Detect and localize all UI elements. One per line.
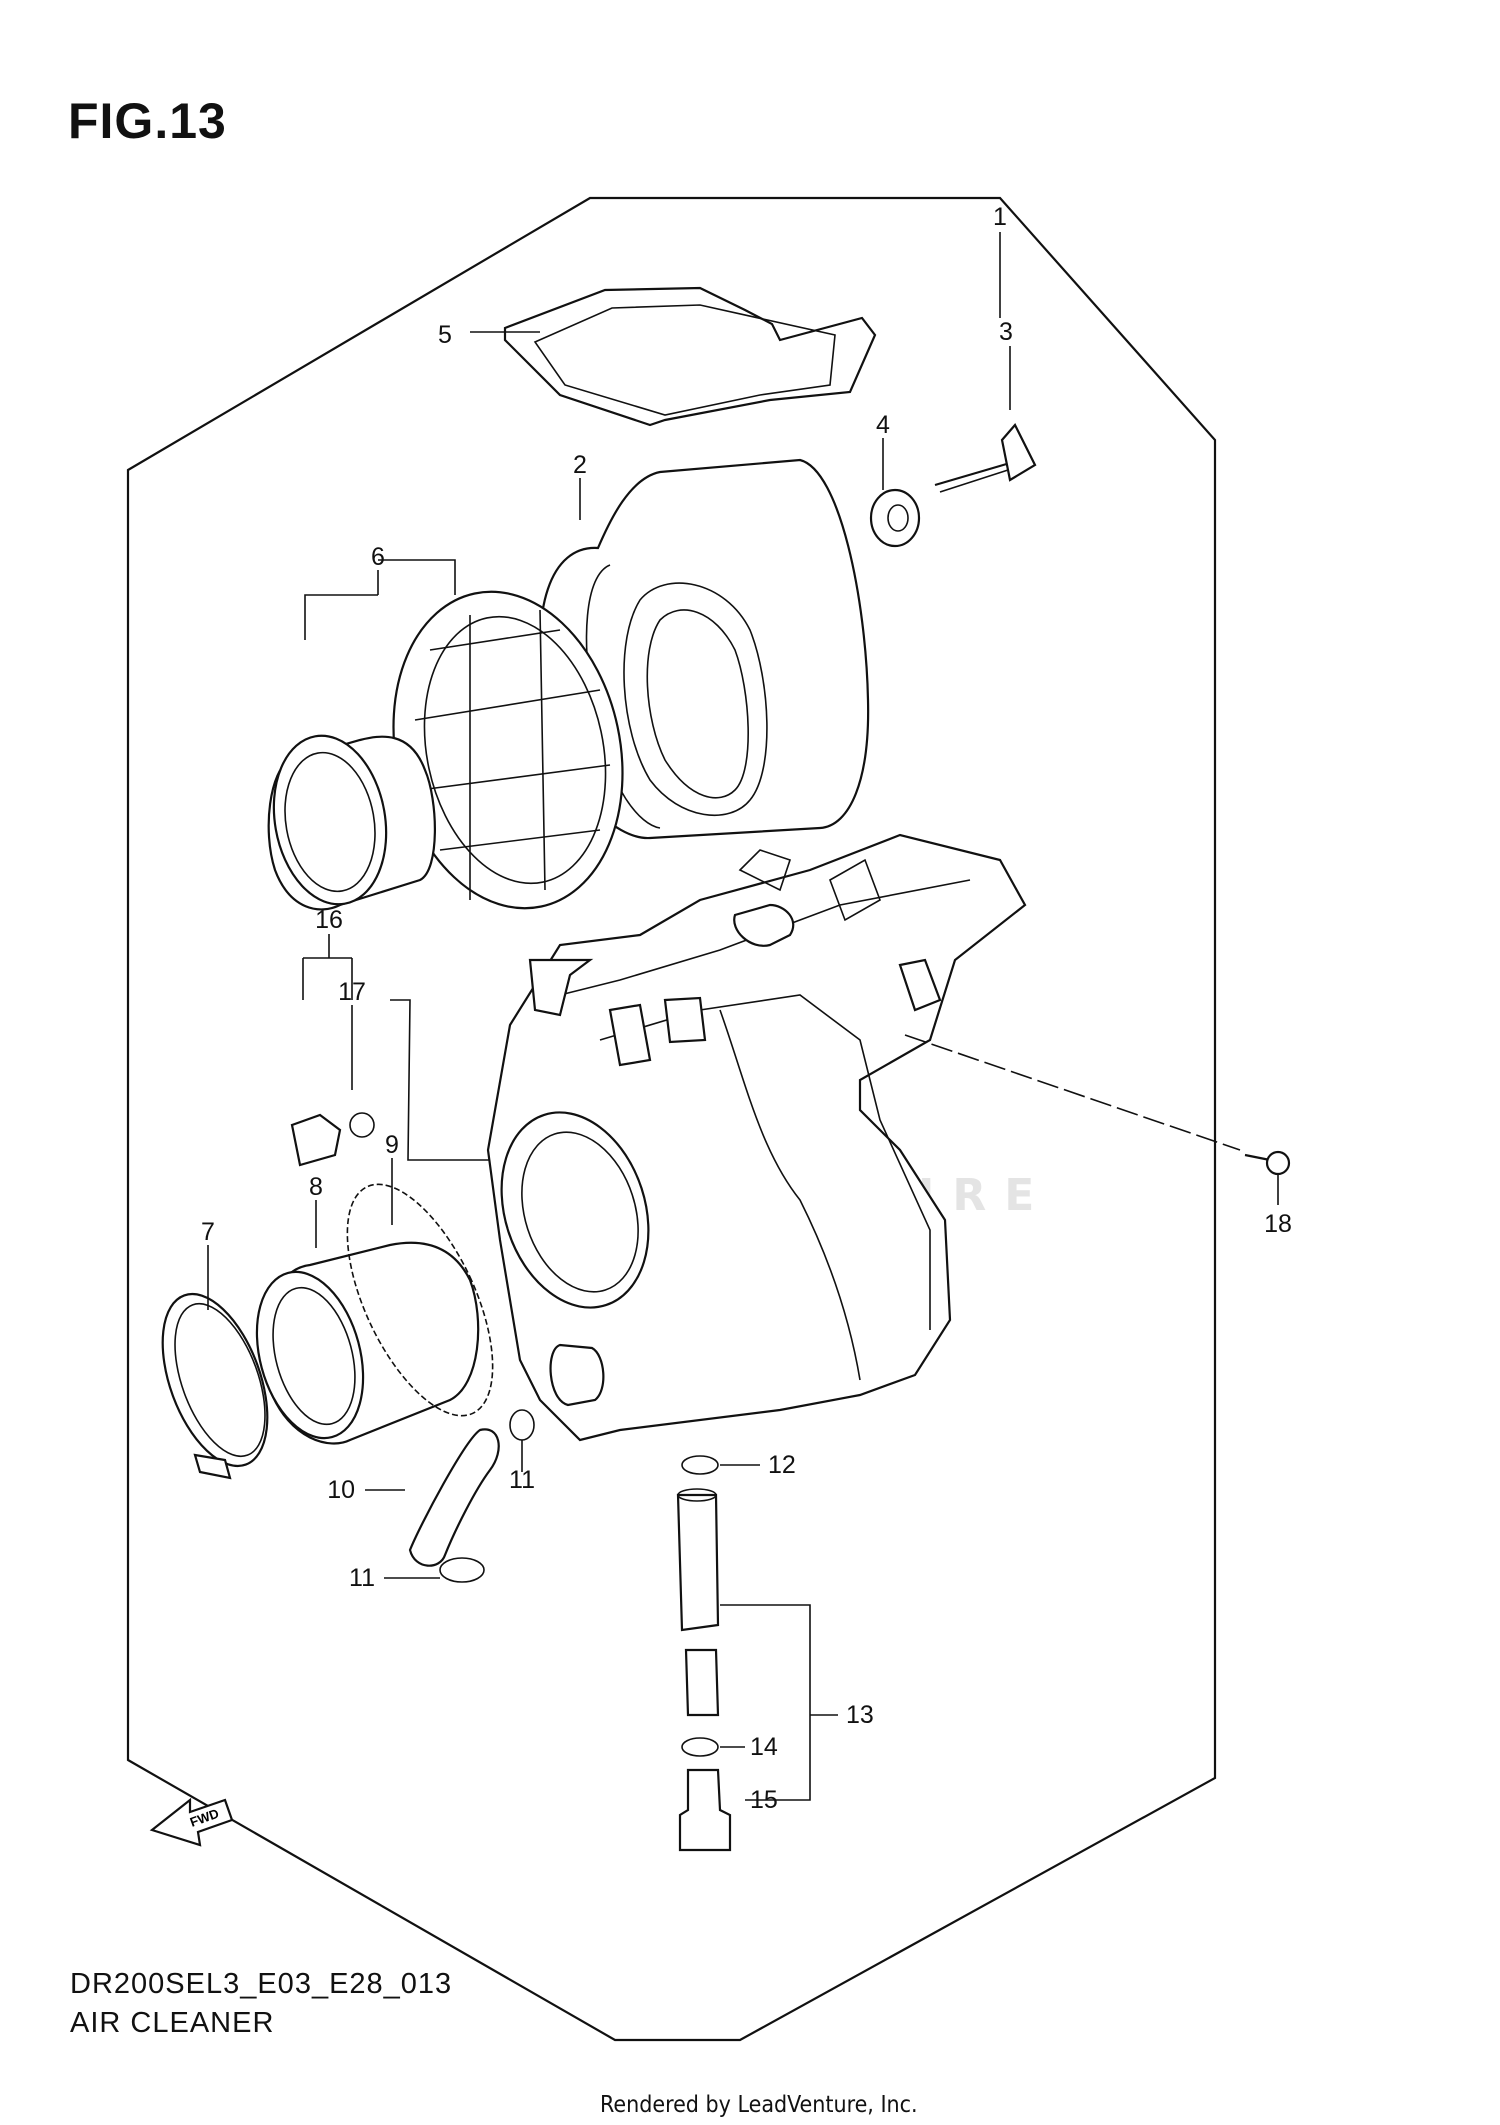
part-5-cover — [503, 286, 877, 427]
callout-12: 12 — [768, 1451, 796, 1479]
part-12-clip — [681, 1455, 719, 1475]
callout-7: 7 — [201, 1218, 215, 1246]
part-17-clip — [349, 1112, 375, 1138]
part-10-drain-hose — [408, 1428, 500, 1567]
render-credit: Rendered by LeadVenture, Inc. — [600, 2092, 918, 2118]
fwd-arrow-icon: FWD — [149, 1797, 234, 1847]
part-4-washer — [869, 488, 921, 548]
callout-9: 9 — [385, 1131, 399, 1159]
callout-16: 16 — [315, 906, 343, 934]
callout-4: 4 — [876, 411, 890, 439]
part-14-clip — [681, 1737, 719, 1757]
callout-11-upper: 11 — [509, 1466, 535, 1494]
assembly-boundary — [126, 196, 1217, 2042]
callout-2: 2 — [573, 451, 587, 479]
callout-13: 13 — [846, 1701, 874, 1729]
diagram-code: DR200SEL3_E03_E28_013 — [70, 1968, 453, 2000]
part-16-plug — [290, 1113, 342, 1167]
air-cleaner-case — [486, 833, 1027, 1442]
callout-1: 1 — [993, 203, 1007, 231]
callout-11-lower: 11 — [349, 1564, 375, 1592]
figure-title: FIG.13 — [68, 93, 227, 149]
callout-10: 10 — [327, 1476, 355, 1504]
callout-8: 8 — [309, 1173, 323, 1201]
callout-18: 18 — [1264, 1210, 1292, 1238]
callout-17: 17 — [338, 978, 366, 1006]
part-11-clip-upper — [509, 1409, 535, 1441]
diagram-name: AIR CLEANER — [70, 2007, 275, 2039]
callout-3: 3 — [999, 318, 1013, 346]
part-8-inlet-boot — [255, 1241, 480, 1445]
part-9-ring — [346, 1183, 494, 1417]
leader-lines — [207, 232, 1279, 1801]
callout-6: 6 — [371, 543, 385, 571]
part-7-clamp — [161, 1292, 269, 1480]
callout-15: 15 — [750, 1786, 778, 1814]
part-11-clip-lower — [439, 1557, 485, 1583]
part-13-drain-tube — [676, 1488, 720, 1717]
callout-5: 5 — [438, 321, 452, 349]
callout-14: 14 — [750, 1733, 778, 1761]
part-3-screw — [934, 423, 1037, 493]
part-6-filter-cage — [267, 590, 624, 911]
part-15-drain-plug — [678, 1768, 732, 1852]
part-18-bolt — [1244, 1150, 1291, 1176]
